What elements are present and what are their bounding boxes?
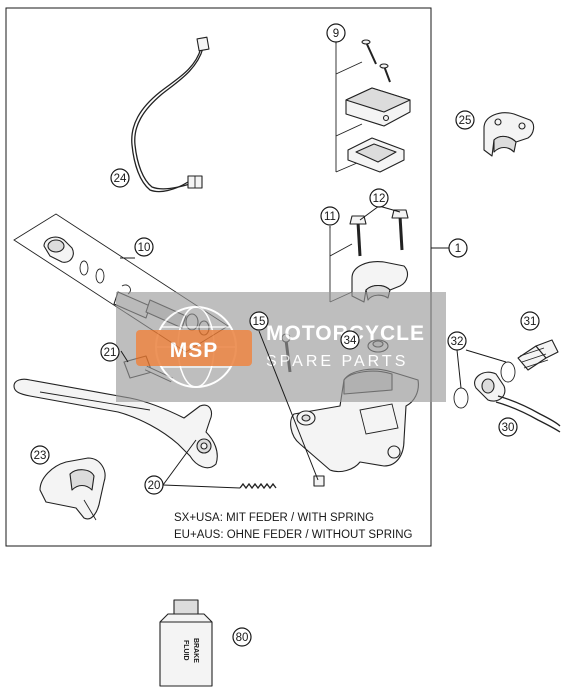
callout-number: 12 bbox=[373, 193, 386, 205]
callout-number: 24 bbox=[114, 173, 127, 185]
callout-number: 15 bbox=[253, 316, 266, 328]
callout-number: 30 bbox=[502, 422, 515, 434]
callout-number: 80 bbox=[236, 632, 249, 644]
bottle-label-fluid: FLUID bbox=[182, 640, 189, 661]
callout-12: 12 bbox=[369, 188, 389, 208]
callout-10: 10 bbox=[134, 237, 154, 257]
callout-circle bbox=[134, 237, 154, 257]
callout-30: 30 bbox=[498, 417, 518, 437]
callout-21: 21 bbox=[100, 342, 120, 362]
watermark-subtitle: SPARE PARTS bbox=[266, 353, 408, 370]
callout-circle bbox=[369, 188, 389, 208]
callout-number: 20 bbox=[148, 480, 161, 492]
callout-32: 32 bbox=[447, 331, 467, 351]
watermark-logo-badge bbox=[136, 330, 252, 366]
callout-number: 9 bbox=[333, 28, 339, 40]
callout-number: 11 bbox=[324, 211, 336, 223]
callout-80: 80 bbox=[232, 627, 252, 647]
callout-circle bbox=[320, 206, 340, 226]
callout-circle bbox=[448, 238, 468, 258]
callout-20: 20 bbox=[144, 475, 164, 495]
note-line-2: EU+AUS: OHNE FEDER / WITHOUT SPRING bbox=[174, 529, 412, 541]
bottle-label-brake: BRAKE bbox=[192, 638, 199, 663]
callout-number: 34 bbox=[344, 335, 357, 347]
callout-circle bbox=[447, 331, 467, 351]
callout-number: 23 bbox=[34, 450, 47, 462]
clamp-bolts-part bbox=[329, 209, 409, 303]
callout-number: 32 bbox=[451, 336, 464, 348]
callout-circle bbox=[30, 445, 50, 465]
callout-31: 31 bbox=[520, 311, 540, 331]
callout-number: 21 bbox=[104, 347, 117, 359]
handlebar-clamp-part bbox=[483, 112, 535, 157]
callout-23: 23 bbox=[30, 445, 50, 465]
callout-circle bbox=[326, 23, 346, 43]
callout-34: 34 bbox=[340, 330, 360, 350]
callout-number: 31 bbox=[524, 316, 537, 328]
leader-lines bbox=[120, 40, 507, 489]
callout-15: 15 bbox=[249, 311, 269, 331]
callout-circle bbox=[498, 417, 518, 437]
callout-11: 11 bbox=[320, 206, 340, 226]
reservoir-cover-part bbox=[335, 39, 411, 173]
callout-circle bbox=[110, 168, 130, 188]
callout-1: 1 bbox=[448, 238, 468, 258]
brake-fluid-bottle: BRAKE FLUID bbox=[159, 599, 213, 687]
cable-switch-part bbox=[131, 36, 210, 193]
callout-number: 10 bbox=[138, 242, 151, 254]
callout-number: 1 bbox=[455, 243, 461, 255]
callout-9: 9 bbox=[326, 23, 346, 43]
callout-24: 24 bbox=[110, 168, 130, 188]
callout-25: 25 bbox=[455, 110, 475, 130]
return-spring-part bbox=[239, 482, 277, 490]
callout-circle bbox=[249, 311, 269, 331]
callout-number: 25 bbox=[459, 115, 472, 127]
callout-circle bbox=[520, 311, 540, 331]
watermark-logo-text: MSP bbox=[170, 339, 219, 362]
lever-protector-part bbox=[39, 457, 106, 521]
banjo-bolt-part bbox=[517, 339, 559, 371]
callout-circle bbox=[100, 342, 120, 362]
note-line-1: SX+USA: MIT FEDER / WITH SPRING bbox=[174, 512, 374, 524]
diagram-frame bbox=[5, 7, 432, 547]
callout-circle bbox=[455, 110, 475, 130]
callout-circle bbox=[144, 475, 164, 495]
callout-circle bbox=[340, 330, 360, 350]
callout-circle bbox=[232, 627, 252, 647]
